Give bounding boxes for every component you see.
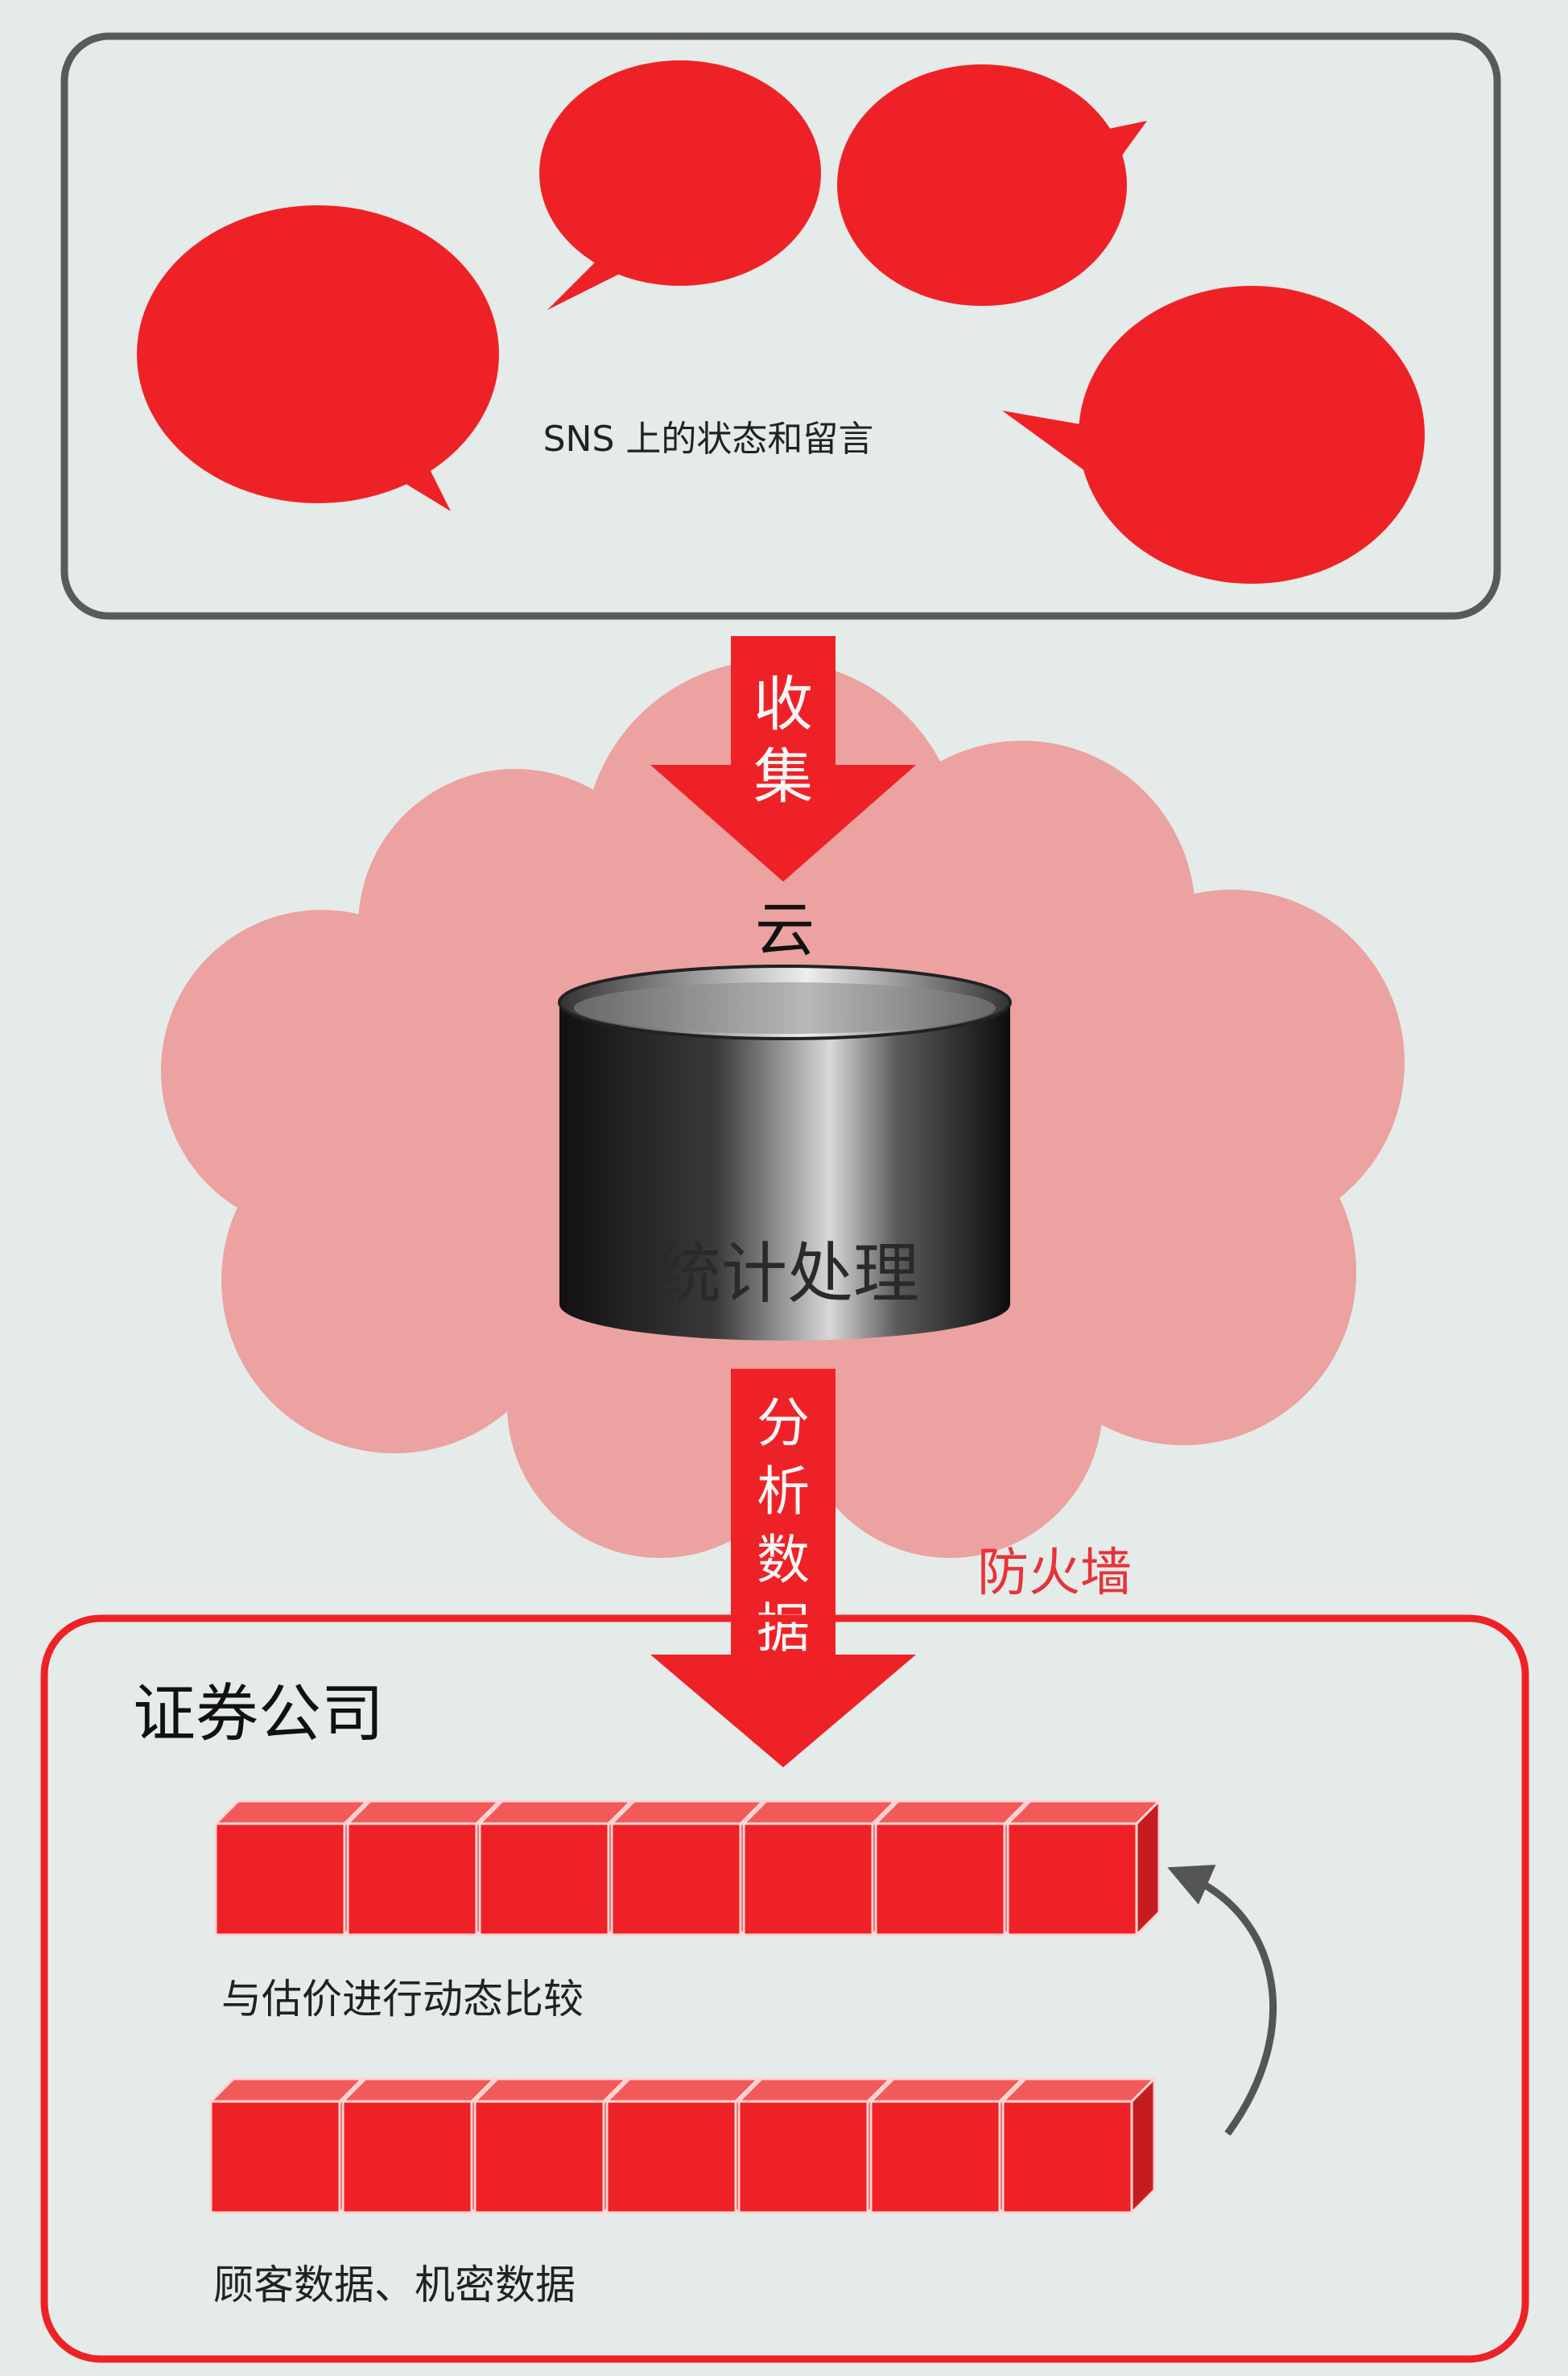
row1-cube-2 (345, 1798, 502, 1938)
cube-row-customer-data (208, 2076, 1157, 2216)
row2-cube-7 (1000, 2076, 1157, 2216)
row2-cube-4 (604, 2076, 761, 2216)
speech-bubble-left (137, 205, 499, 511)
row2-cube-1 (208, 2076, 365, 2216)
row1-cube-6 (873, 1798, 1030, 1938)
cube-row-comparison (213, 1798, 1162, 1938)
row1-label: 与估价进行动态比较 (221, 1976, 584, 2023)
company-label: 证券公司 (133, 1678, 384, 1750)
sns-label: SNS 上的状态和留言 (543, 419, 874, 460)
row1-cube-7 (1005, 1798, 1162, 1938)
speech-bubble-bottom-right (1002, 286, 1425, 584)
collect-arrow-char-1: 收 (753, 670, 813, 739)
database-cylinder: 统计处理 (558, 965, 1012, 1341)
row2-cube-2 (340, 2076, 497, 2216)
row2-label: 顾客数据、机密数据 (213, 2262, 576, 2308)
sns-panel: SNS 上的状态和留言 (60, 32, 1501, 620)
firewall-panel: 防火墙 证券公司 与估价进行动态比较 顾客数据、机密数据 (40, 1543, 1529, 2363)
database-label: 统计处理 (655, 1236, 919, 1312)
analyze-arrow-char-2: 析 (757, 1461, 810, 1523)
collect-arrow: 收 集 (650, 636, 916, 882)
curved-return-arrow (1167, 1865, 1277, 2136)
firewall-frame (40, 1614, 1529, 2363)
row2-cube-5 (736, 2076, 893, 2216)
speech-bubble-top-right (837, 64, 1147, 306)
row1-cube-3 (477, 1798, 634, 1938)
sns-frame (60, 32, 1501, 620)
collect-arrow-char-2: 集 (753, 742, 813, 812)
analyze-arrow: 分 析 数 据 (650, 1369, 916, 1767)
speech-bubble-top-center (539, 60, 821, 310)
cloud-label: 云 (755, 895, 815, 965)
analyze-arrow-char-3: 数 (757, 1529, 810, 1591)
row1-cube-1 (213, 1798, 370, 1938)
analyze-arrow-char-1: 分 (757, 1392, 810, 1454)
row2-cube-3 (472, 2076, 629, 2216)
analyze-arrow-char-4: 据 (757, 1597, 810, 1659)
row1-cube-4 (609, 1798, 766, 1938)
row1-cube-5 (741, 1798, 898, 1938)
row2-cube-6 (868, 2076, 1025, 2216)
firewall-label: 防火墙 (977, 1543, 1132, 1603)
